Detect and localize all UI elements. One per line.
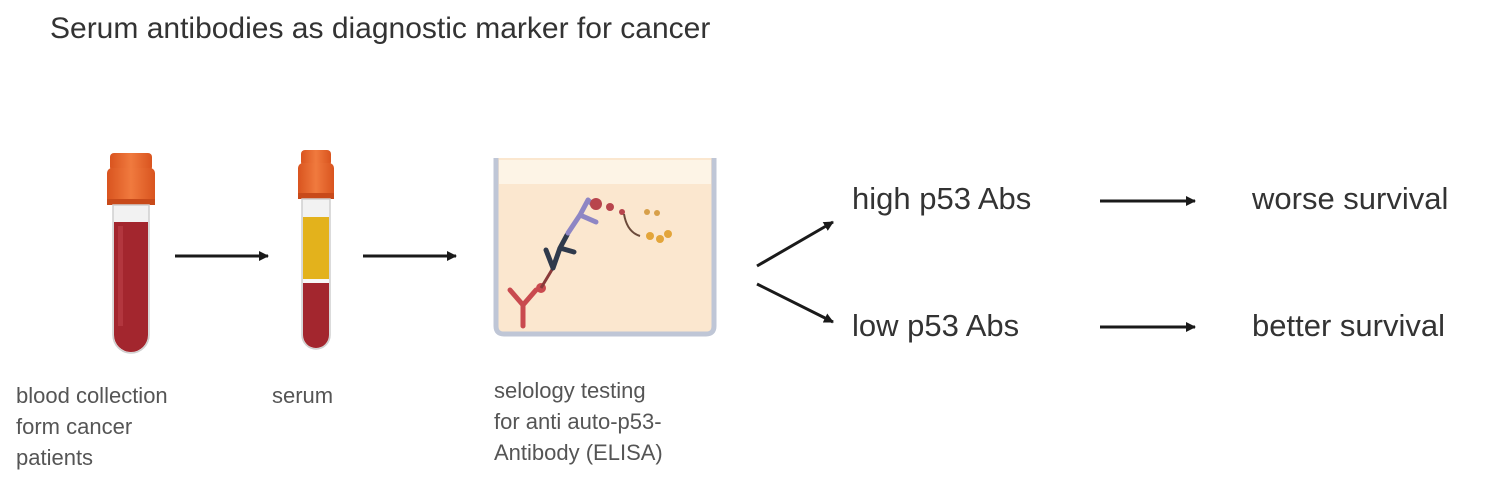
label-high-p53: high p53 Abs	[852, 181, 1032, 216]
caption-serum: serum	[272, 383, 334, 408]
serum-tube-icon	[298, 150, 334, 350]
arrow-branch-high	[756, 220, 834, 268]
label-low-p53: low p53 Abs	[852, 308, 1020, 343]
caption-blood-collection: blood collection form cancer patients	[16, 383, 168, 470]
blood-tube-icon	[107, 153, 155, 354]
caption-elisa: selology testing for anti auto-p53- Anti…	[494, 378, 663, 465]
arrow-branch-low	[756, 282, 834, 324]
elisa-well-icon	[493, 158, 717, 337]
label-better-survival: better survival	[1252, 308, 1445, 343]
figure-title: Serum antibodies as diagnostic marker fo…	[50, 12, 711, 45]
label-worse-survival: worse survival	[1252, 181, 1449, 216]
